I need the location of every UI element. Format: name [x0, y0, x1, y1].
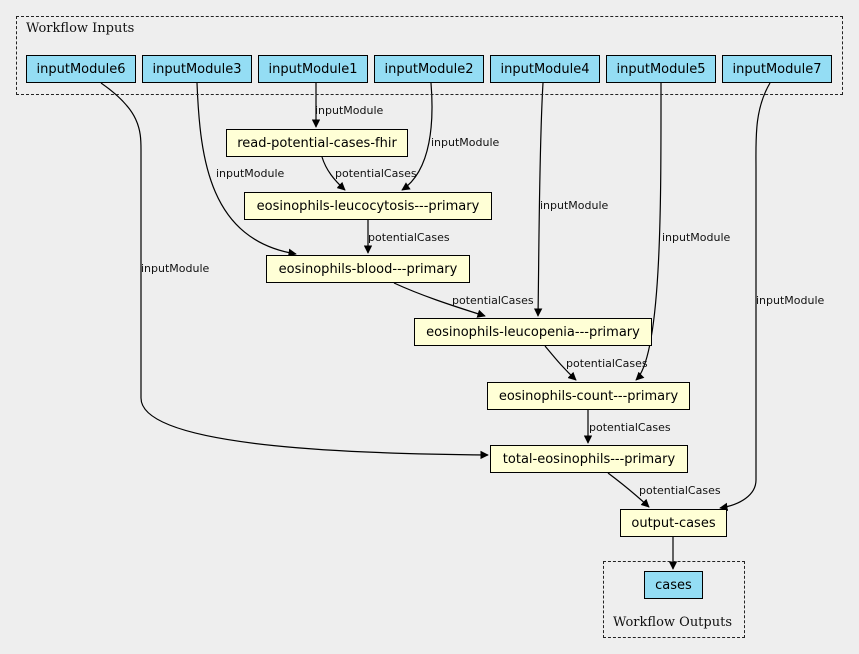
edge-label-leucopenia-to-count: potentialCases: [566, 357, 648, 370]
step-node-output-cases[interactable]: output-cases: [620, 509, 727, 537]
edge-in6-to-s_total: [100, 82, 489, 460]
output-node-cases[interactable]: cases: [644, 571, 703, 599]
edge-in3-to-s_blood: [196, 82, 297, 257]
workflow-inputs-cluster: [16, 16, 843, 95]
edge-s_blood-to-s_leucopenia: [393, 282, 486, 318]
input-node-inputmodule1[interactable]: inputModule1: [258, 55, 368, 83]
edge-in2-to-s_leucocytosis: [401, 82, 433, 191]
workflow-outputs-cluster: [603, 561, 745, 638]
edge-in7-to-s_output: [719, 82, 771, 512]
input-node-inputmodule6[interactable]: inputModule6: [26, 55, 136, 83]
input-node-inputmodule2[interactable]: inputModule2: [374, 55, 484, 83]
edge-label-inputmodule4-to-leucopenia: inputModule: [540, 199, 609, 212]
step-node-eosinophils-leucopenia[interactable]: eosinophils-leucopenia---primary: [414, 318, 652, 346]
edge-label-total-to-output: potentialCases: [639, 484, 721, 497]
input-node-inputmodule4[interactable]: inputModule4: [490, 55, 600, 83]
edge-label-inputmodule7-to-output: inputModule: [756, 294, 825, 307]
step-node-read-potential-cases-fhir[interactable]: read-potential-cases-fhir: [226, 129, 408, 157]
workflow-inputs-label: Workflow Inputs: [26, 21, 135, 36]
step-node-eosinophils-leucocytosis[interactable]: eosinophils-leucocytosis---primary: [244, 192, 492, 220]
edge-label-inputmodule2-to-leucocytosis: inputModule: [431, 136, 500, 149]
edge-label-leucocytosis-to-blood: potentialCases: [368, 231, 450, 244]
edge-label-count-to-total: potentialCases: [589, 421, 671, 434]
input-node-inputmodule3[interactable]: inputModule3: [142, 55, 252, 83]
edge-in5-to-s_count: [635, 82, 662, 381]
edge-s_fhir-to-s_leucocytosis: [321, 156, 346, 191]
edge-in4-to-s_leucopenia: [533, 82, 544, 317]
edge-s_leucopenia-to-s_count: [544, 345, 577, 381]
step-node-eosinophils-blood[interactable]: eosinophils-blood---primary: [266, 255, 470, 283]
step-node-total-eosinophils[interactable]: total-eosinophils---primary: [490, 445, 688, 473]
edge-label-blood-to-leucopenia: potentialCases: [452, 294, 534, 307]
edge-label-inputmodule6-to-total: inputModule: [141, 262, 210, 275]
input-node-inputmodule5[interactable]: inputModule5: [606, 55, 716, 83]
workflow-outputs-label: Workflow Outputs: [613, 615, 732, 630]
input-node-inputmodule7[interactable]: inputModule7: [722, 55, 832, 83]
edge-label-inputmodule3-to-blood: inputModule: [216, 167, 285, 180]
edge-label-inputmodule1-to-fhir: inputModule: [315, 104, 384, 117]
step-node-eosinophils-count[interactable]: eosinophils-count---primary: [487, 382, 690, 410]
edge-s_total-to-s_output: [607, 472, 650, 508]
edge-label-inputmodule5-to-count: inputModule: [662, 231, 731, 244]
edge-label-fhir-to-leucocytosis: potentialCases: [335, 167, 417, 180]
